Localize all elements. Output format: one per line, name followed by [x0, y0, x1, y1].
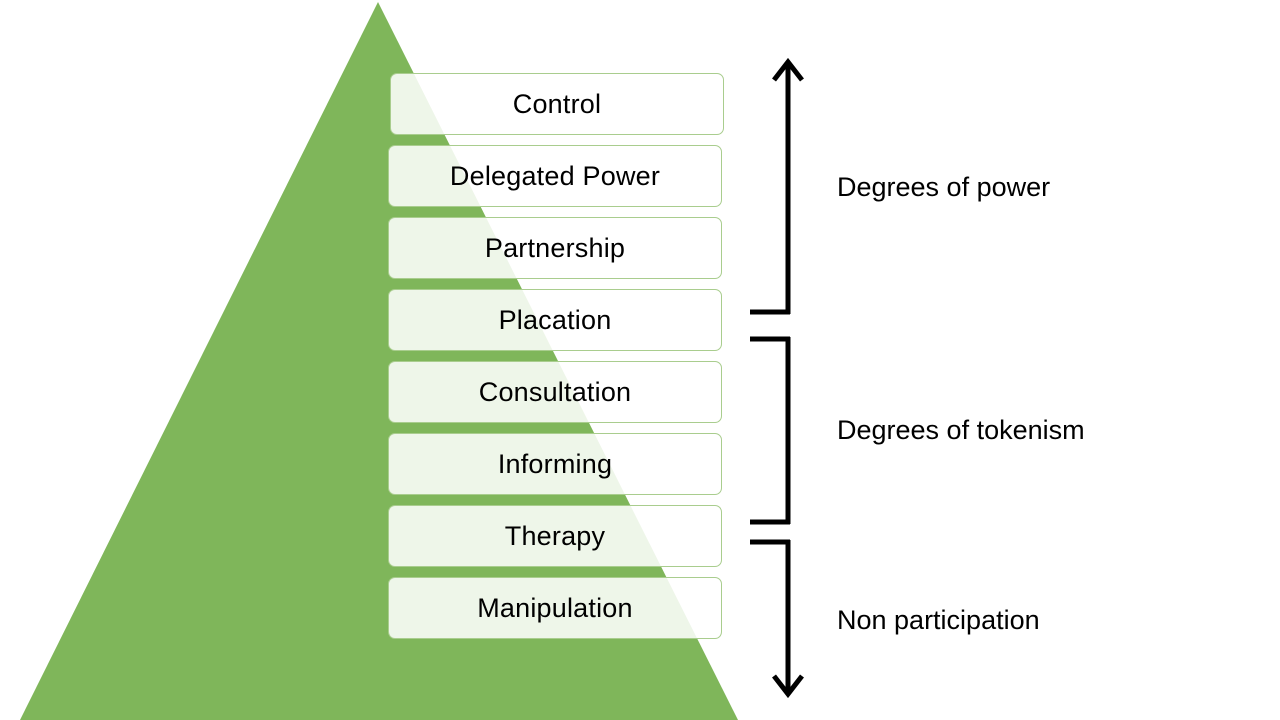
rung-label: Placation: [498, 304, 612, 335]
group-label-power: Degrees of power: [837, 172, 1051, 202]
rung-label: Consultation: [478, 376, 632, 407]
rung-label: Manipulation: [477, 592, 633, 623]
rung-control: Control: [390, 73, 724, 135]
rung-label: Therapy: [504, 520, 606, 551]
group-label-non-participation: Non participation: [837, 605, 1040, 635]
rung-therapy: Therapy: [388, 505, 722, 567]
bracket-power: [750, 57, 804, 315]
rung-label: Partnership: [484, 232, 626, 263]
rung-partnership: Partnership: [388, 217, 722, 279]
rung-label: Delegated Power: [449, 160, 661, 191]
bracket-non-participation: [750, 539, 804, 699]
rung-delegated-power: Delegated Power: [388, 145, 722, 207]
rung-label: Informing: [497, 448, 613, 479]
rung-manipulation: Manipulation: [388, 577, 722, 639]
group-label-tokenism: Degrees of tokenism: [837, 415, 1085, 445]
rung-label: Control: [512, 88, 602, 119]
rung-informing: Informing: [388, 433, 722, 495]
rung-consultation: Consultation: [388, 361, 722, 423]
bracket-tokenism: [750, 336, 791, 525]
rung-placation: Placation: [388, 289, 722, 351]
